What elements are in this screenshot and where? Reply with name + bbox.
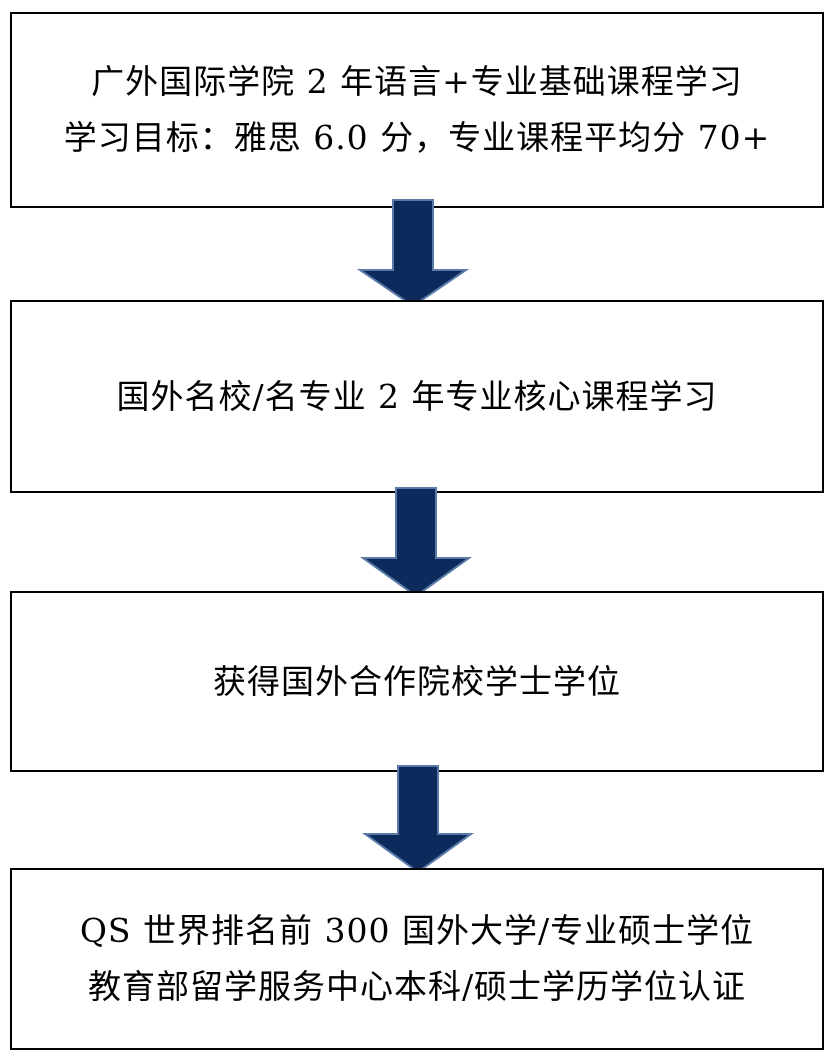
step-1-line-1: 广外国际学院 2 年语言+专业基础课程学习 bbox=[91, 62, 743, 101]
step-4-box: QS 世界排名前 300 国外大学/专业硕士学位 教育部留学服务中心本科/硕士学… bbox=[10, 868, 824, 1050]
step-2-line-1: 国外名校/名专业 2 年专业核心课程学习 bbox=[116, 376, 718, 416]
step-1-box: 广外国际学院 2 年语言+专业基础课程学习 学习目标：雅思 6.0 分，专业课程… bbox=[10, 12, 824, 208]
down-arrow-icon bbox=[356, 199, 470, 308]
down-arrow-icon bbox=[361, 765, 475, 874]
step-4-line-2: 教育部留学服务中心本科/硕士学历学位认证 bbox=[87, 967, 747, 1006]
step-2-box: 国外名校/名专业 2 年专业核心课程学习 bbox=[10, 300, 824, 493]
step-3-box: 获得国外合作院校学士学位 bbox=[10, 591, 824, 772]
down-arrow-icon bbox=[359, 487, 473, 598]
step-3-line-1: 获得国外合作院校学士学位 bbox=[213, 661, 621, 701]
step-1-line-2: 学习目标：雅思 6.0 分，专业课程平均分 70+ bbox=[63, 118, 771, 157]
step-4-line-1: QS 世界排名前 300 国外大学/专业硕士学位 bbox=[79, 911, 755, 950]
